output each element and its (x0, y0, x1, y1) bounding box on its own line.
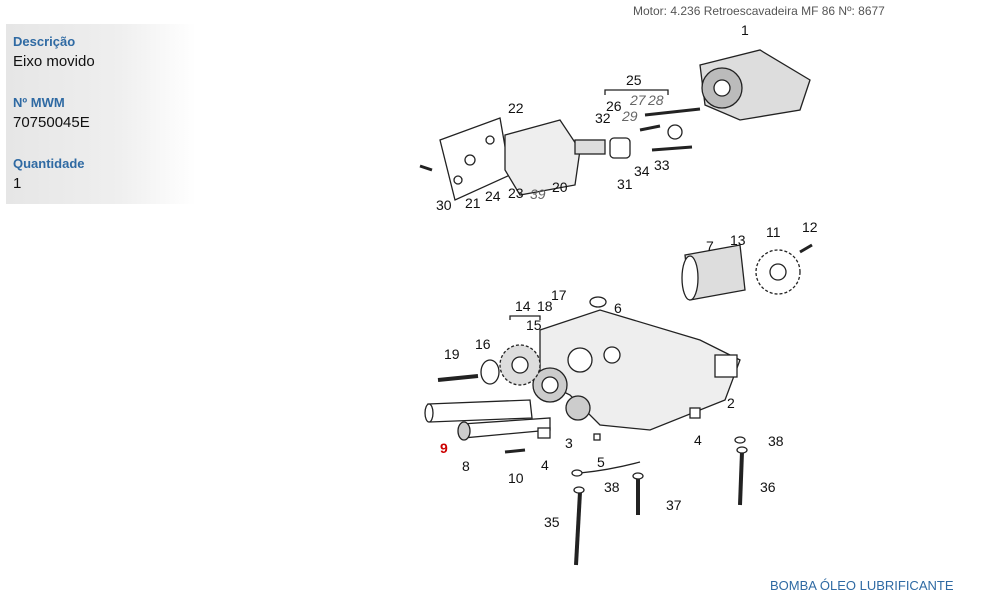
callout-3[interactable]: 3 (565, 435, 573, 451)
callout-10[interactable]: 10 (508, 470, 524, 486)
callout-17[interactable]: 17 (551, 287, 567, 303)
callout-39[interactable]: 39 (530, 186, 546, 202)
callout-16[interactable]: 16 (475, 336, 491, 352)
callout-26[interactable]: 26 (606, 98, 622, 114)
callout-4b[interactable]: 4 (694, 432, 702, 448)
callout-9-selected[interactable]: 9 (440, 440, 448, 456)
part-info-panel: Descrição Eixo movido Nº MWM 70750045E Q… (6, 24, 196, 204)
callout-37[interactable]: 37 (666, 497, 682, 513)
diagram-title: BOMBA ÓLEO LUBRIFICANTE (770, 578, 954, 593)
callout-21[interactable]: 21 (465, 195, 481, 211)
callout-12[interactable]: 12 (802, 219, 818, 235)
callout-6[interactable]: 6 (614, 300, 622, 316)
callout-13[interactable]: 13 (730, 232, 746, 248)
callout-8[interactable]: 8 (462, 458, 470, 474)
callout-31[interactable]: 31 (617, 176, 633, 192)
callout-14[interactable]: 14 (515, 298, 531, 314)
engine-header: Motor: 4.236 Retroescavadeira MF 86 Nº: … (633, 4, 885, 18)
description-value: Eixo movido (13, 53, 95, 70)
callout-34[interactable]: 34 (634, 163, 650, 179)
callout-38[interactable]: 38 (768, 433, 784, 449)
callout-29[interactable]: 29 (622, 108, 638, 124)
callout-15[interactable]: 15 (526, 317, 542, 333)
callout-25[interactable]: 25 (626, 72, 642, 88)
callout-33[interactable]: 33 (654, 157, 670, 173)
callout-5[interactable]: 5 (597, 454, 605, 470)
callout-32[interactable]: 32 (595, 110, 611, 126)
callout-11[interactable]: 11 (766, 224, 781, 240)
callout-28[interactable]: 28 (648, 92, 664, 108)
callout-7[interactable]: 7 (706, 238, 714, 254)
callout-1[interactable]: 1 (741, 22, 749, 38)
callout-4[interactable]: 4 (541, 457, 549, 473)
callout-30[interactable]: 30 (436, 197, 452, 213)
callout-2[interactable]: 2 (727, 395, 735, 411)
callout-19[interactable]: 19 (444, 346, 460, 362)
quantity-label: Quantidade (13, 156, 85, 171)
mwm-label: Nº MWM (13, 95, 65, 110)
quantity-value: 1 (13, 175, 22, 192)
callout-20[interactable]: 20 (552, 179, 568, 195)
callout-27[interactable]: 27 (630, 92, 646, 108)
description-label: Descrição (13, 34, 76, 49)
callout-22[interactable]: 22 (508, 100, 524, 116)
callout-24[interactable]: 24 (485, 188, 501, 204)
callout-35[interactable]: 35 (544, 514, 560, 530)
callout-36[interactable]: 36 (760, 479, 776, 495)
callout-23[interactable]: 23 (508, 185, 524, 201)
callout-38b[interactable]: 38 (604, 479, 620, 495)
callout-18[interactable]: 18 (537, 298, 553, 314)
mwm-value: 70750045E (13, 114, 90, 131)
